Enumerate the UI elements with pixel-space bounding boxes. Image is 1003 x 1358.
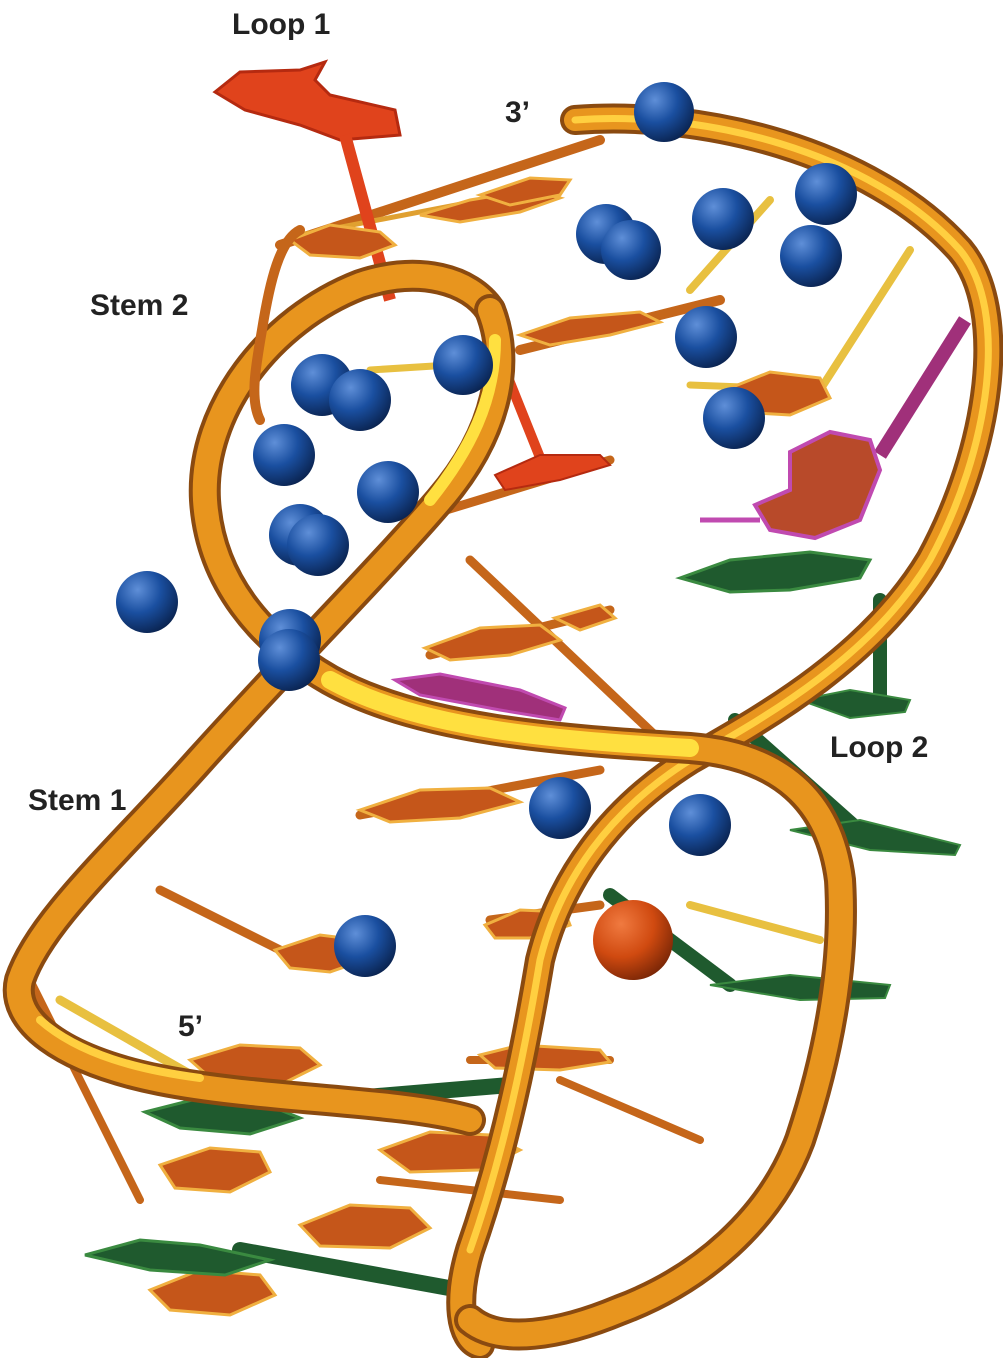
ion-sphere (357, 461, 419, 523)
ion-sphere (675, 306, 737, 368)
stem2-label: Stem 2 (90, 291, 188, 321)
ion-sphere (253, 424, 315, 486)
loop2-label: Loop 2 (830, 733, 928, 763)
ion-sphere (795, 163, 857, 225)
ion-sphere (116, 571, 178, 633)
ion-sphere-orange (593, 900, 673, 980)
five-prime-label: 5’ (178, 1012, 203, 1042)
ion-sphere (334, 915, 396, 977)
ion-sphere (433, 335, 493, 395)
ion-sphere (703, 387, 765, 449)
loop1-label: Loop 1 (232, 10, 330, 40)
ion-sphere (529, 777, 591, 839)
stem1-label: Stem 1 (28, 786, 126, 816)
ion-sphere (780, 225, 842, 287)
ion-sphere (601, 220, 661, 280)
ion-sphere (258, 629, 320, 691)
ion-sphere (287, 514, 349, 576)
three-prime-label: 3’ (505, 98, 530, 128)
ion-sphere (634, 82, 694, 142)
ion-sphere (692, 188, 754, 250)
ion-sphere (669, 794, 731, 856)
ion-sphere (329, 369, 391, 431)
